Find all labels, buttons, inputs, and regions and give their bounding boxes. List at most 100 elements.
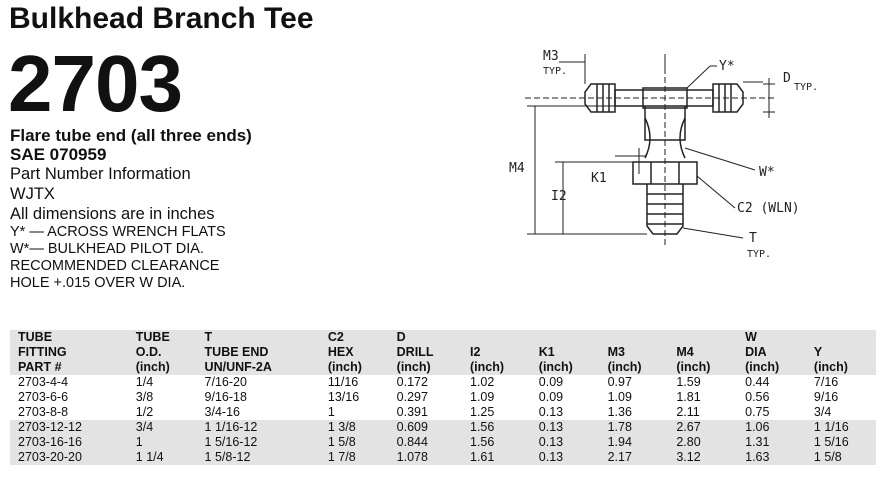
column-header: M4(inch) — [676, 345, 711, 374]
table-cell: 0.172 — [396, 375, 428, 389]
column-header: K1(inch) — [538, 345, 573, 374]
table-cell: 2.80 — [676, 435, 701, 449]
k1-label: K1 — [591, 171, 607, 186]
table-cell: 1.36 — [607, 405, 632, 419]
table-cell: 2.17 — [607, 450, 632, 464]
note-w: W*— BULKHEAD PILOT DIA. — [10, 241, 204, 257]
table-cell: 0.13 — [538, 450, 564, 464]
y-label: Y* — [719, 59, 735, 74]
table-row: 2703-4-4 1/4 7/16-20 11/16 0.172 1.02 0.09 0.97… — [10, 375, 876, 390]
table-cell: 1 — [135, 435, 143, 449]
table-cell: 1.09 — [470, 390, 495, 404]
table-cell: 1/4 — [135, 375, 154, 389]
note-y: Y* — ACROSS WRENCH FLATS — [10, 224, 226, 240]
table-cell: 1/2 — [135, 405, 154, 419]
table-cell: 0.391 — [396, 405, 428, 419]
part-number: 2703 — [8, 39, 183, 128]
dimensions-note: All dimensions are in inches — [10, 205, 215, 223]
table-cell: 1.56 — [470, 435, 495, 449]
c2-label: C2 (WLN) — [737, 201, 800, 216]
table-cell: 1.02 — [470, 375, 495, 389]
table-cell: 2703-8-8 — [18, 405, 69, 419]
table-cell: 1.56 — [470, 420, 495, 434]
note-clearance: RECOMMENDED CLEARANCE — [10, 258, 220, 274]
table-cell: 0.13 — [538, 435, 564, 449]
table-cell: 1 1/16 — [813, 420, 849, 434]
sae-code: SAE 070959 — [10, 145, 107, 164]
table-cell: 7/16-20 — [204, 375, 247, 389]
table-cell: 9/16 — [813, 390, 839, 404]
t-typ-label: TYP. — [747, 249, 771, 260]
flare-description: Flare tube end (all three ends) — [10, 126, 252, 145]
table-cell: 0.97 — [607, 375, 632, 389]
table-cell: 3/4 — [135, 420, 154, 434]
table-cell: 0.13 — [538, 405, 564, 419]
table-cell: 3/8 — [135, 390, 154, 404]
table-cell: 2703-6-6 — [18, 390, 69, 404]
m4-label: M4 — [509, 161, 525, 176]
column-header: I2(inch) — [470, 345, 505, 374]
table-cell: 1 3/8 — [327, 420, 356, 434]
left-flare-end — [584, 83, 616, 113]
table-cell: 1.81 — [676, 390, 701, 404]
table-cell: 1.09 — [607, 390, 632, 404]
table-cell: 0.297 — [396, 390, 428, 404]
table-cell: 1.94 — [607, 435, 632, 449]
table-cell: 13/16 — [327, 390, 360, 404]
table-cell: 2703-16-16 — [18, 435, 82, 449]
w-label: W* — [759, 165, 775, 180]
t-label: T — [749, 231, 757, 246]
table-cell: 2703-4-4 — [18, 375, 69, 389]
technical-drawing: M3 TYP. Y* D TYP. M4 K1 I2 W* C2 (WLN) T… — [509, 49, 818, 260]
table-cell: 1.078 — [396, 450, 428, 464]
table-cell: 7/16 — [813, 375, 839, 389]
table-cell: 0.09 — [538, 375, 564, 389]
table-cell: 11/16 — [327, 375, 359, 389]
m3-label: M3 — [543, 49, 559, 64]
table-cell: 1 — [327, 405, 335, 419]
table-cell: 0.44 — [745, 375, 770, 389]
table-cell: 1.63 — [745, 450, 770, 464]
table-cell: 1 5/16-12 — [204, 435, 258, 449]
table-cell: 1 5/8 — [813, 450, 842, 464]
table-cell: 1 1/16-12 — [204, 420, 258, 434]
table-cell: 1.06 — [745, 420, 770, 434]
table-cell: 1.25 — [470, 405, 495, 419]
table-cell: 3/4 — [813, 405, 832, 419]
table-cell: 1.78 — [607, 420, 632, 434]
column-header: Y(inch) — [813, 345, 848, 374]
table-row: 2703-12-12 3/4 1 1/16-12 1 3/8 0.609 1.56 0.13… — [10, 420, 876, 435]
product-info: Flare tube end (all three ends) SAE 0709… — [10, 126, 330, 292]
table-cell: 9/16-18 — [204, 390, 247, 404]
table-cell: 1 5/16 — [813, 435, 849, 449]
table-cell: 0.56 — [745, 390, 770, 404]
note-hole: HOLE +.015 OVER W DIA. — [10, 275, 186, 291]
table-cell: 1 1/4 — [135, 450, 164, 464]
part-number-info: Part Number Information — [10, 165, 191, 183]
table-cell: 1.59 — [676, 375, 701, 389]
table-cell: 3.12 — [676, 450, 701, 464]
table-row: 2703-6-6 3/8 9/16-18 13/16 0.297 1.09 0.09 1.09… — [10, 390, 876, 405]
table-cell: 2703-12-12 — [18, 420, 82, 434]
page-title: Bulkhead Branch Tee — [9, 2, 314, 35]
table-cell: 1.31 — [745, 435, 770, 449]
table-cell: 1 5/8 — [327, 435, 356, 449]
table-cell: 0.844 — [396, 435, 428, 449]
table-cell: 0.609 — [396, 420, 428, 434]
table-cell: 0.13 — [538, 420, 564, 434]
table-cell: 0.75 — [745, 405, 770, 419]
i2-label: I2 — [551, 189, 567, 204]
table-cell: 2.67 — [676, 420, 701, 434]
right-flare-end — [712, 83, 744, 113]
table-row: 2703-16-16 1 1 5/16-12 1 5/8 0.844 1.56 0.13 1.… — [10, 435, 876, 450]
table-cell: 1 7/8 — [327, 450, 356, 464]
table-cell: 0.09 — [538, 390, 564, 404]
